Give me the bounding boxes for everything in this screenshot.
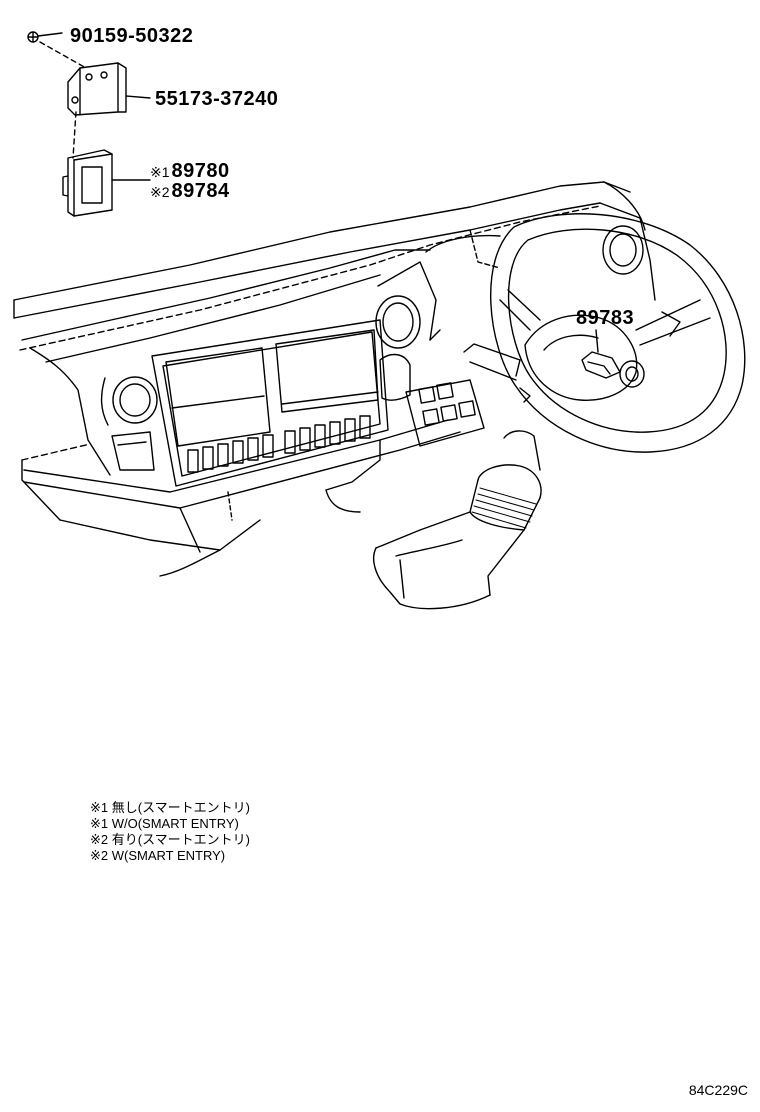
sensor-part-number: 89783 <box>576 307 635 329</box>
note-line: ※2 W(SMART ENTRY) <box>90 848 226 863</box>
ecu-1-mark: ※1 <box>150 164 170 180</box>
bracket-part <box>67 62 151 116</box>
steering-column <box>372 343 542 610</box>
instrument-panel <box>13 181 656 577</box>
ecu-2-number: 89784 <box>171 180 230 202</box>
note-line: ※1 無し(スマートエントリ) <box>90 800 251 815</box>
bolt-icon <box>27 31 63 43</box>
figure-code: 84C229C <box>688 1082 748 1098</box>
bracket-part-number: 55173-37240 <box>155 88 279 110</box>
steering-wheel <box>490 213 746 453</box>
note-line: ※2 有り(スマートエントリ) <box>90 832 251 847</box>
bolt-part-number: 90159-50322 <box>70 25 194 47</box>
ecu-2-mark: ※2 <box>150 184 170 200</box>
note-line: ※1 W/O(SMART ENTRY) <box>90 816 239 831</box>
key-sensor-part <box>581 329 645 388</box>
bolt-leader <box>39 41 87 69</box>
ecu-1-number: 89780 <box>171 160 230 182</box>
bracket-leader <box>72 111 77 159</box>
ecu-part <box>62 149 151 217</box>
